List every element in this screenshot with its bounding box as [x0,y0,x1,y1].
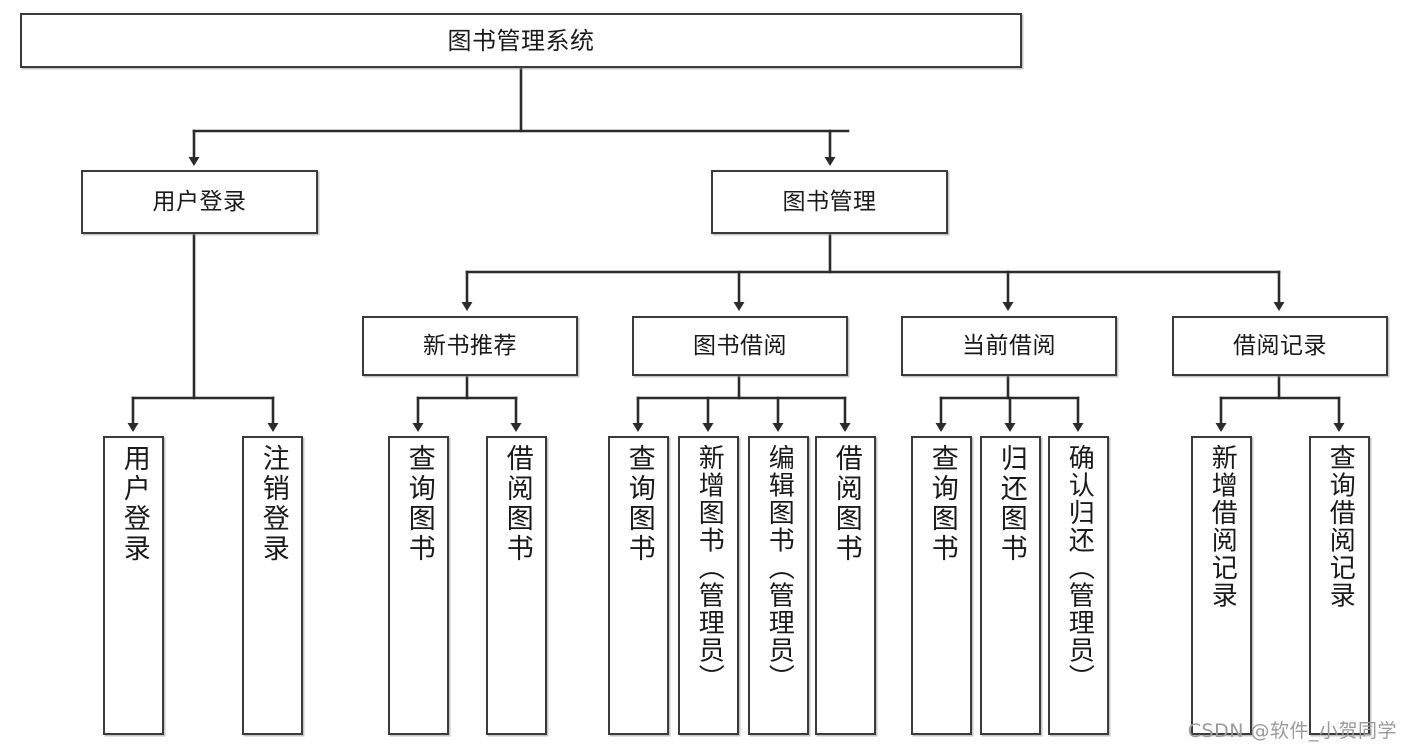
node-user-login[interactable]: 用户登录 [81,170,318,234]
leaf-user-login[interactable]: 用户登录 [103,436,164,735]
leaf-logout-label: 注销登录 [257,444,289,564]
node-current-borrow-label: 当前借阅 [962,332,1056,359]
node-book-borrow[interactable]: 图书借阅 [632,316,848,376]
leaf-query-book-3-label: 查询图书 [926,444,958,564]
leaf-logout[interactable]: 注销登录 [242,436,303,735]
leaf-query-book-1[interactable]: 查询图书 [388,436,449,735]
leaf-query-book-2-label: 查询图书 [623,444,655,564]
leaf-add-book-label: 新增图书（管理员） [694,444,725,692]
leaf-return-book[interactable]: 归还图书 [980,436,1041,735]
leaf-edit-book[interactable]: 编辑图书（管理员） [748,436,809,735]
leaf-query-book-2[interactable]: 查询图书 [608,436,669,735]
leaf-borrow-book-2[interactable]: 借阅图书 [815,436,876,735]
node-new-book-recommend-label: 新书推荐 [423,332,517,359]
node-book-management[interactable]: 图书管理 [711,170,948,234]
node-book-management-label: 图书管理 [782,188,877,215]
leaf-add-book[interactable]: 新增图书（管理员） [678,436,739,735]
leaf-confirm-return[interactable]: 确认归还（管理员） [1048,436,1109,735]
leaf-query-book-1-label: 查询图书 [403,444,435,564]
node-root[interactable]: 图书管理系统 [20,13,1022,68]
node-borrow-record-label: 借阅记录 [1233,332,1327,359]
leaf-user-login-label: 用户登录 [118,444,150,564]
csdn-watermark: CSDN @软件_小贺同学 [1187,720,1397,742]
node-user-login-label: 用户登录 [152,188,247,215]
leaf-borrow-book-1-label: 借阅图书 [501,444,533,564]
leaf-edit-book-label: 编辑图书（管理员） [764,444,795,692]
leaf-add-record-label: 新增借阅记录 [1207,444,1238,609]
node-borrow-record[interactable]: 借阅记录 [1172,316,1388,376]
node-book-borrow-label: 图书借阅 [693,332,787,359]
leaf-query-record[interactable]: 查询借阅记录 [1309,436,1370,735]
node-root-label: 图书管理系统 [447,26,595,55]
node-new-book-recommend[interactable]: 新书推荐 [362,316,578,376]
leaf-borrow-book-2-label: 借阅图书 [830,444,862,564]
leaf-borrow-book-1[interactable]: 借阅图书 [486,436,547,735]
leaf-add-record[interactable]: 新增借阅记录 [1191,436,1252,735]
leaf-query-book-3[interactable]: 查询图书 [911,436,972,735]
node-current-borrow[interactable]: 当前借阅 [901,316,1117,376]
leaf-return-book-label: 归还图书 [995,444,1027,564]
leaf-query-record-label: 查询借阅记录 [1325,444,1356,609]
leaf-confirm-return-label: 确认归还（管理员） [1064,444,1095,692]
